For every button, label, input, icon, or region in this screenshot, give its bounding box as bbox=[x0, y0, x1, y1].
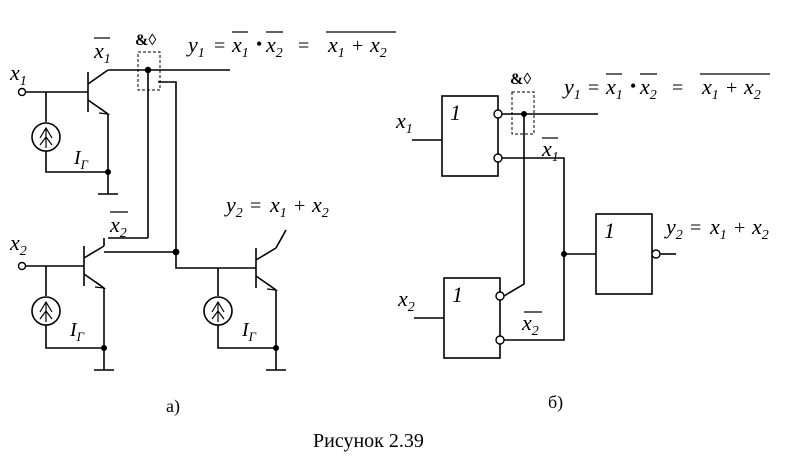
figure-caption: Рисунок 2.39 bbox=[313, 430, 424, 452]
label-x1: x1 bbox=[9, 60, 27, 89]
transistor-t2 bbox=[83, 245, 105, 289]
y1-b-plus: + bbox=[726, 77, 737, 99]
y1-term-c: x1 bbox=[327, 32, 345, 61]
label-ig-2: IГ bbox=[69, 319, 85, 344]
y1-b-term-c: x1 bbox=[701, 74, 719, 103]
y1-b-dot: • bbox=[630, 76, 636, 96]
label-and-mark-b: &◊ bbox=[510, 71, 531, 88]
y1-b-eq2: = bbox=[672, 77, 683, 99]
current-source-1-arrow bbox=[39, 126, 53, 148]
wire bbox=[175, 252, 256, 269]
label-x2-b: x2 bbox=[397, 286, 415, 315]
transistor-t2-emitter-arrow bbox=[94, 281, 107, 289]
formula-y2-b: y2 = x1 + x2 bbox=[664, 214, 769, 243]
label-not-x1-b: x1 bbox=[541, 136, 559, 165]
y1-b-term-b: x2 bbox=[639, 74, 657, 103]
y1-eq: = bbox=[214, 35, 225, 57]
panel-b-label: б) bbox=[548, 392, 563, 413]
y1-term-a: x1 bbox=[231, 32, 249, 61]
wire bbox=[503, 114, 525, 297]
gate-2-out-bottom bbox=[495, 335, 505, 345]
y1-dot: • bbox=[256, 34, 262, 54]
transistor-t3 bbox=[255, 247, 277, 291]
ground-1 bbox=[98, 172, 118, 195]
formula-y1-b: y1 = x1 • x2 = x1 + x2 bbox=[562, 73, 770, 103]
gate-3-out bbox=[651, 249, 661, 259]
gate-1 bbox=[441, 95, 499, 177]
label-and-mark: &◊ bbox=[135, 32, 156, 49]
label-x2: x2 bbox=[9, 230, 27, 259]
y2-b-plus: + bbox=[734, 217, 745, 239]
y1-term-b: x2 bbox=[265, 32, 283, 61]
y1-b-term-a: x1 bbox=[605, 74, 623, 103]
y2-plus: + bbox=[294, 195, 305, 217]
y1-b-lhs: y1 bbox=[562, 74, 581, 103]
current-source-2-arrow bbox=[39, 300, 53, 322]
y2-b-lhs: y2 bbox=[664, 214, 683, 243]
gate-1-out-bottom bbox=[493, 153, 503, 163]
label-not-x1: x1 bbox=[93, 38, 111, 67]
y2-b-term-a: x1 bbox=[709, 214, 727, 243]
input-x1-terminal bbox=[17, 87, 27, 97]
wired-and-box bbox=[137, 51, 161, 91]
y1-plus: + bbox=[352, 35, 363, 57]
ground-3 bbox=[266, 348, 286, 371]
wire bbox=[217, 325, 276, 349]
transistor-t3-emitter-arrow bbox=[266, 283, 279, 291]
wire bbox=[45, 325, 104, 349]
y1-lhs: y1 bbox=[186, 32, 205, 61]
gate-2-out-top bbox=[495, 291, 505, 301]
y2-b-term-b: x2 bbox=[751, 214, 769, 243]
formula-y1-a: y1 = x1 • x2 = x1 + x2 bbox=[186, 31, 396, 61]
ground-2 bbox=[94, 348, 114, 371]
label-x1-b: x1 bbox=[395, 108, 413, 137]
label-not-x2-b: x2 bbox=[521, 310, 539, 339]
gate-1-out-top bbox=[493, 109, 503, 119]
y1-b-eq: = bbox=[588, 77, 599, 99]
wired-and-box-b bbox=[511, 91, 535, 135]
input-x2-terminal bbox=[17, 261, 27, 271]
panel-a-schematic: x1 IГ x1 &◊ y1 = x1 • x bbox=[9, 31, 396, 417]
gate-3-label: 1 bbox=[604, 218, 615, 243]
wire bbox=[45, 151, 108, 173]
y2-b-eq: = bbox=[690, 217, 701, 239]
transistor-t1-emitter-arrow bbox=[98, 107, 111, 115]
wire bbox=[275, 229, 287, 249]
y2-eq: = bbox=[250, 195, 261, 217]
panel-a-label: а) bbox=[166, 396, 180, 417]
wire bbox=[504, 254, 565, 341]
wire bbox=[158, 81, 177, 252]
formula-y2-a: y2 = x1 + x2 bbox=[224, 192, 329, 221]
y1-eq2: = bbox=[298, 35, 309, 57]
y2-lhs: y2 bbox=[224, 192, 243, 221]
y2-term-a: x1 bbox=[269, 192, 287, 221]
y2-term-b: x2 bbox=[311, 192, 329, 221]
current-source-3-arrow bbox=[211, 300, 225, 322]
gate-2-label: 1 bbox=[452, 282, 463, 307]
label-ig-3: IГ bbox=[241, 319, 257, 344]
wire bbox=[502, 157, 596, 255]
label-not-x2: x2 bbox=[109, 212, 127, 241]
transistor-t1 bbox=[87, 69, 109, 115]
panel-b-logic: 1 x1 1 x2 1 &◊ x1 x2 y1 = bbox=[395, 71, 770, 413]
y1-b-term-d: x2 bbox=[743, 74, 761, 103]
y1-term-d: x2 bbox=[369, 32, 387, 61]
label-ig-1: IГ bbox=[73, 147, 89, 172]
gate-1-label: 1 bbox=[450, 100, 461, 125]
